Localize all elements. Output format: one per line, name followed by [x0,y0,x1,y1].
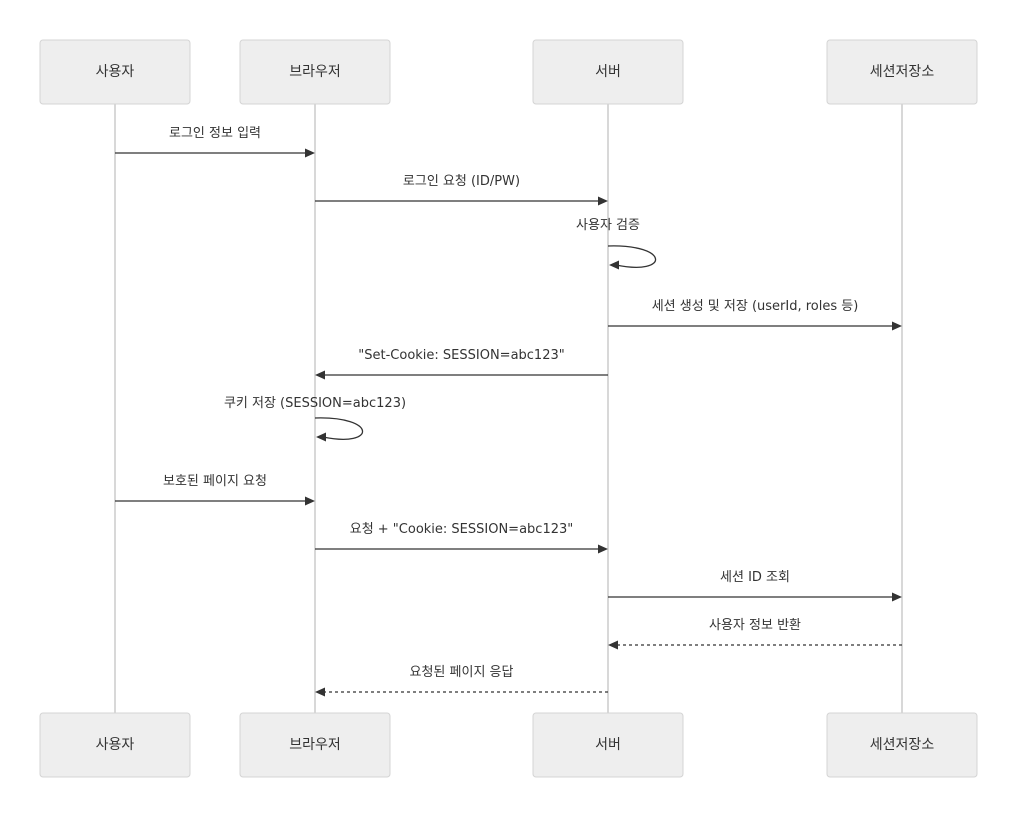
participant-user-bottom: 사용자 [39,712,191,778]
participant-box [239,712,391,778]
message-7: 보호된 페이지 요청 [115,474,315,506]
participant-label: 사용자 [96,64,135,80]
participant-server-bottom: 서버 [532,712,684,778]
message-label: 세션 생성 및 저장 (userId, roles 등) [652,299,859,314]
participant-box [239,39,391,105]
participant-browser-top: 브라우저 [239,39,391,105]
message-label: 로그인 요청 (ID/PW) [403,174,520,189]
participant-label: 브라우저 [289,737,341,753]
arrowhead [305,148,315,158]
participant-box [532,39,684,105]
arrowhead [598,544,608,554]
participant-box [39,39,191,105]
message-5: "Set-Cookie: SESSION=abc123" [315,348,608,380]
participant-box [532,712,684,778]
arrowhead [892,321,902,331]
message-label: 사용자 검증 [576,218,640,233]
arrowhead [316,432,326,442]
participant-label: 사용자 [96,737,135,753]
arrowhead [598,196,608,206]
message-label: 쿠키 저장 (SESSION=abc123) [224,396,406,411]
message-2: 로그인 요청 (ID/PW) [315,174,608,206]
arrowhead [609,260,619,270]
participant-box [826,712,978,778]
message-3: 사용자 검증 [576,218,657,270]
participant-label: 브라우저 [289,64,341,80]
participant-server-top: 서버 [532,39,684,105]
arrowhead [315,687,325,697]
participant-store-top: 세션저장소 [826,39,978,105]
message-label: 세션 ID 조회 [720,570,790,585]
message-6: 쿠키 저장 (SESSION=abc123) [224,396,406,442]
lifelines [114,104,903,713]
message-10: 사용자 정보 반환 [608,618,902,650]
message-label: 요청된 페이지 응답 [410,665,514,680]
arrowhead [305,496,315,506]
participant-box [826,39,978,105]
message-label: "Set-Cookie: SESSION=abc123" [358,348,564,363]
participant-user-top: 사용자 [39,39,191,105]
message-label: 보호된 페이지 요청 [163,474,267,489]
participant-store-bottom: 세션저장소 [826,712,978,778]
message-8: 요청 + "Cookie: SESSION=abc123" [315,522,608,554]
message-label: 요청 + "Cookie: SESSION=abc123" [350,522,574,537]
participant-label: 서버 [595,64,621,80]
participant-label: 서버 [595,737,621,753]
message-1: 로그인 정보 입력 [115,126,315,158]
participant-label: 세션저장소 [870,64,935,80]
arrowhead [315,370,325,380]
arrowhead [892,592,902,602]
arrowhead [608,640,618,650]
self-message-loop [607,245,657,268]
participant-browser-bottom: 브라우저 [239,712,391,778]
message-4: 세션 생성 및 저장 (userId, roles 등) [608,299,902,331]
message-label: 로그인 정보 입력 [169,126,261,141]
message-label: 사용자 정보 반환 [709,618,801,633]
message-9: 세션 ID 조회 [608,570,902,602]
participant-label: 세션저장소 [870,737,935,753]
participant-box [39,712,191,778]
message-11: 요청된 페이지 응답 [315,665,608,697]
self-message-loop [314,417,364,440]
